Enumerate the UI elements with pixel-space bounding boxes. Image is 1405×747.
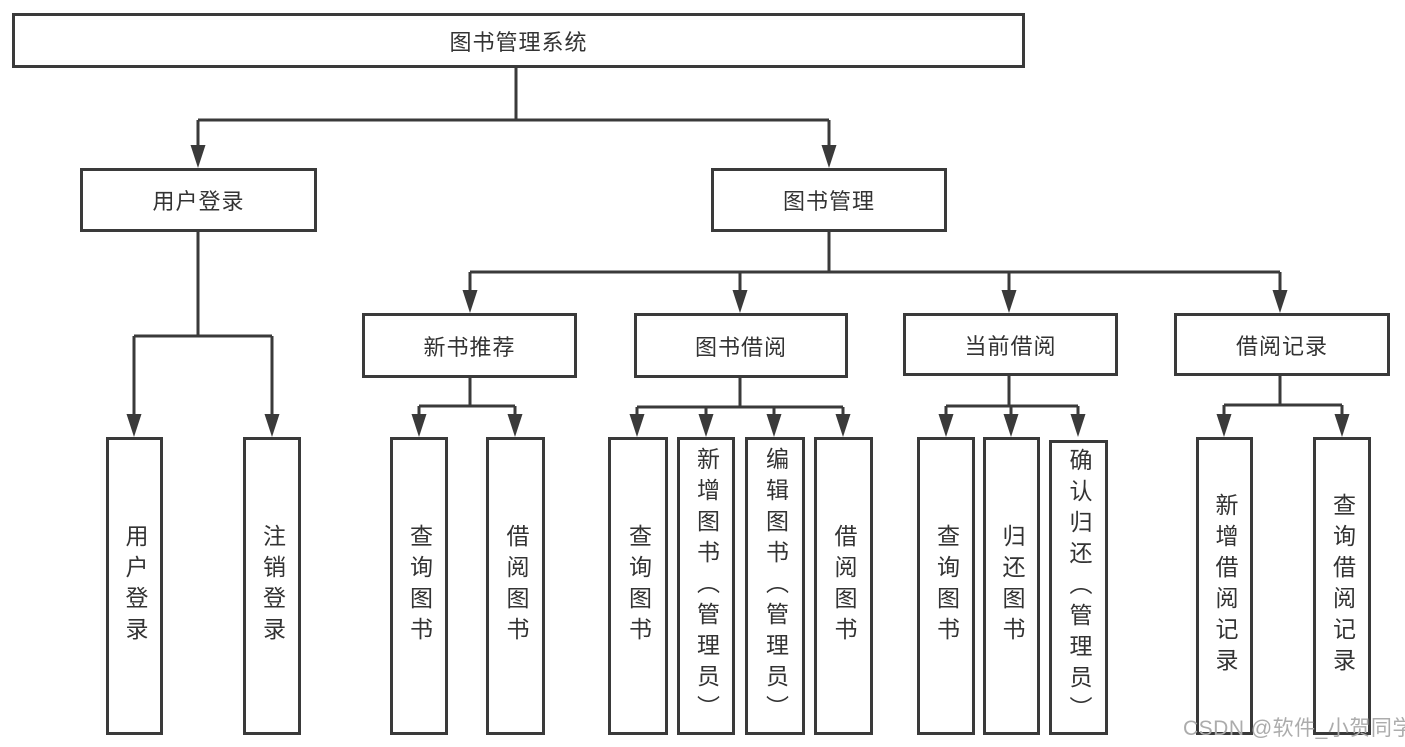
- node-label-query-borrow-record: 查询借阅记录: [1329, 493, 1356, 679]
- node-label-user-login-branch: 用户登录: [152, 189, 245, 214]
- watermark: CSDN @软件_小贺同学: [1183, 717, 1405, 740]
- node-book-borrowing: 图书借阅: [634, 313, 848, 378]
- node-label-borrowing-records: 借阅记录: [1235, 333, 1328, 359]
- node-user-login: 用户登录: [106, 437, 163, 735]
- connector-2: [468, 232, 1282, 299]
- arrowhead-icon: [411, 414, 427, 437]
- node-query-borrow-record: 查询借阅记录: [1313, 437, 1371, 735]
- connector-0: [196, 68, 831, 154]
- arrowhead-icon: [264, 414, 280, 437]
- node-add-books-admin: 新增图书（管理员）: [677, 437, 735, 735]
- node-current-borrowing: 当前借阅: [903, 313, 1118, 376]
- node-label-confirm-return-admin: 确认归还（管理员）: [1066, 448, 1092, 727]
- node-label-add-borrow-record: 新增借阅记录: [1212, 493, 1238, 679]
- node-label-new-book-recommend: 新书推荐: [423, 334, 516, 360]
- arrowhead-icon: [766, 414, 782, 437]
- arrowhead-icon: [732, 290, 748, 313]
- node-system-root: 图书管理系统: [12, 13, 1025, 68]
- arrowhead-icon: [1216, 414, 1232, 437]
- arrowhead-icon: [835, 414, 851, 437]
- arrowhead-icon: [821, 145, 837, 168]
- node-label-query-books-current: 查询图书: [933, 524, 960, 648]
- node-query-books-recommend: 查询图书: [390, 437, 448, 735]
- connector-1: [132, 232, 274, 423]
- node-user-login-branch: 用户登录: [80, 168, 317, 232]
- arrowhead-icon: [190, 145, 206, 168]
- arrowhead-icon: [507, 414, 523, 437]
- node-book-management: 图书管理: [711, 168, 947, 232]
- node-label-logout: 注销登录: [259, 524, 286, 648]
- arrowhead-icon: [1070, 414, 1086, 437]
- node-label-query-books-recommend: 查询图书: [406, 524, 433, 648]
- node-return-books: 归还图书: [983, 437, 1040, 735]
- connector-4: [635, 378, 845, 423]
- node-label-book-borrowing: 图书借阅: [694, 334, 787, 360]
- node-label-system-root: 图书管理系统: [449, 29, 588, 55]
- node-query-books-current: 查询图书: [917, 437, 975, 735]
- arrowhead-icon: [629, 414, 645, 437]
- node-edit-books-admin: 编辑图书（管理员）: [745, 437, 805, 735]
- node-label-edit-books-admin: 编辑图书（管理员）: [762, 446, 789, 726]
- node-new-book-recommend: 新书推荐: [362, 313, 577, 378]
- connector-3: [417, 378, 517, 423]
- node-add-borrow-record: 新增借阅记录: [1196, 437, 1253, 735]
- arrowhead-icon: [126, 414, 142, 437]
- arrowhead-icon: [1003, 414, 1019, 437]
- node-label-query-books-borrowing: 查询图书: [625, 524, 652, 648]
- node-query-books-borrowing: 查询图书: [608, 437, 668, 735]
- arrowhead-icon: [462, 290, 478, 313]
- node-label-add-books-admin: 新增图书（管理员）: [693, 446, 720, 726]
- node-borrow-books-recommend: 借阅图书: [486, 437, 545, 735]
- arrowhead-icon: [1334, 414, 1350, 437]
- node-borrow-books-borrowing: 借阅图书: [814, 437, 873, 735]
- arrowhead-icon: [1001, 290, 1017, 313]
- arrowhead-icon: [1272, 290, 1288, 313]
- node-borrowing-records: 借阅记录: [1174, 313, 1390, 376]
- arrowhead-icon: [698, 414, 714, 437]
- connector-6: [1222, 376, 1344, 423]
- node-confirm-return-admin: 确认归还（管理员）: [1049, 440, 1108, 735]
- node-label-return-books: 归还图书: [999, 524, 1025, 648]
- node-logout: 注销登录: [243, 437, 301, 735]
- node-label-book-management: 图书管理: [782, 189, 875, 214]
- node-label-borrow-books-borrowing: 借阅图书: [831, 524, 857, 648]
- arrowhead-icon: [938, 414, 954, 437]
- node-label-current-borrowing: 当前借阅: [964, 333, 1057, 359]
- node-label-borrow-books-recommend: 借阅图书: [503, 524, 529, 648]
- node-label-user-login: 用户登录: [122, 524, 148, 648]
